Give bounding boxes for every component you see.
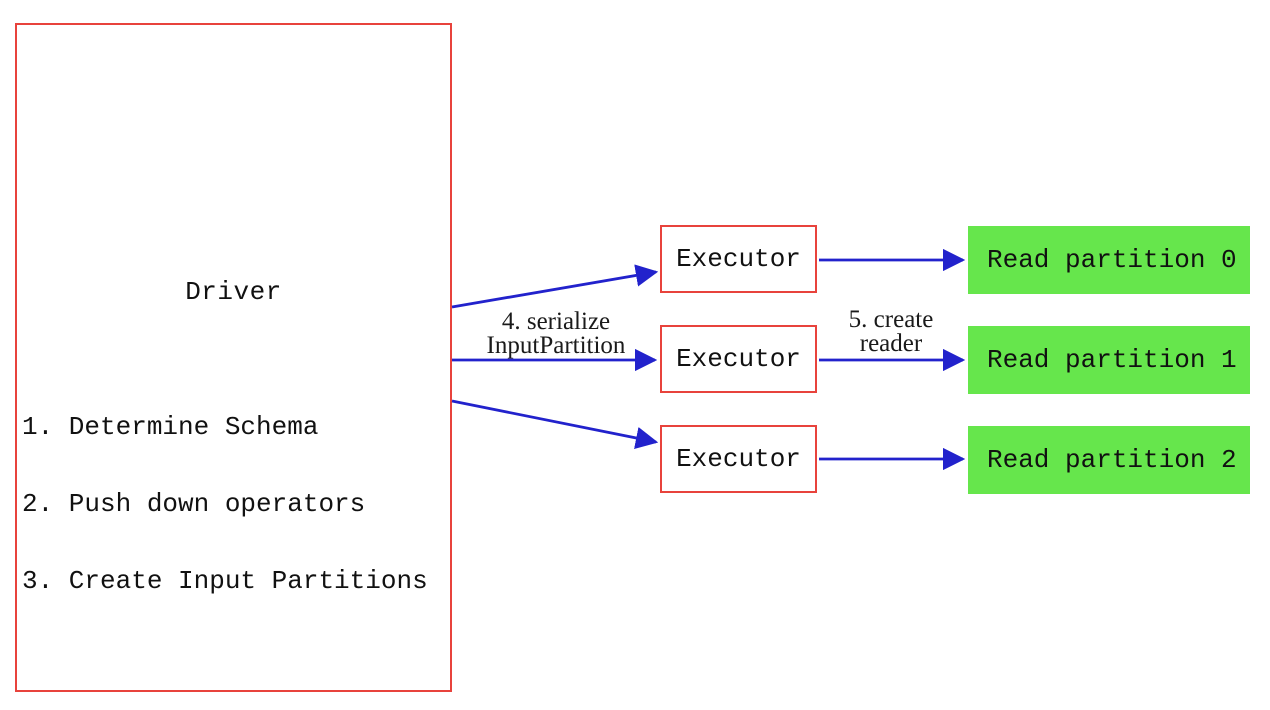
read-partition-label-0: Read partition 0 <box>987 245 1237 275</box>
edge-label-serialize-inputpartition: 4. serialize InputPartition <box>448 308 664 359</box>
edge-label-create-reader-line1: 5. create <box>848 306 934 333</box>
executor-label-2: Executor <box>676 444 801 474</box>
read-partition-box-0: Read partition 0 <box>968 226 1250 294</box>
executor-box-0: Executor <box>660 225 817 293</box>
edge-label-create-reader-line2: reader <box>859 330 923 357</box>
executor-box-1: Executor <box>660 325 817 393</box>
read-partition-label-1: Read partition 1 <box>987 345 1237 375</box>
edge-label-serialize-line1: 4. serialize <box>501 308 611 335</box>
driver-step-3: 3. Create Input Partitions <box>22 565 428 596</box>
driver-step-2: 2. Push down operators <box>22 488 366 519</box>
executor-label-1: Executor <box>676 344 801 374</box>
edge-label-create-reader: 5. create reader <box>810 306 972 357</box>
arrow-driver-to-executor-0 <box>451 264 659 309</box>
executor-label-0: Executor <box>676 244 801 274</box>
read-partition-box-2: Read partition 2 <box>968 426 1250 494</box>
arrow-driver-to-executor-2 <box>451 399 659 450</box>
driver-box <box>15 23 452 692</box>
executor-box-2: Executor <box>660 425 817 493</box>
read-partition-label-2: Read partition 2 <box>987 445 1237 475</box>
driver-title: Driver <box>185 277 282 307</box>
driver-step-1: 1. Determine Schema <box>22 412 319 443</box>
driver-steps-list: 1. Determine Schema 2. Push down operato… <box>22 364 428 646</box>
edge-label-serialize-line2: InputPartition <box>486 332 626 359</box>
read-partition-box-1: Read partition 1 <box>968 326 1250 394</box>
